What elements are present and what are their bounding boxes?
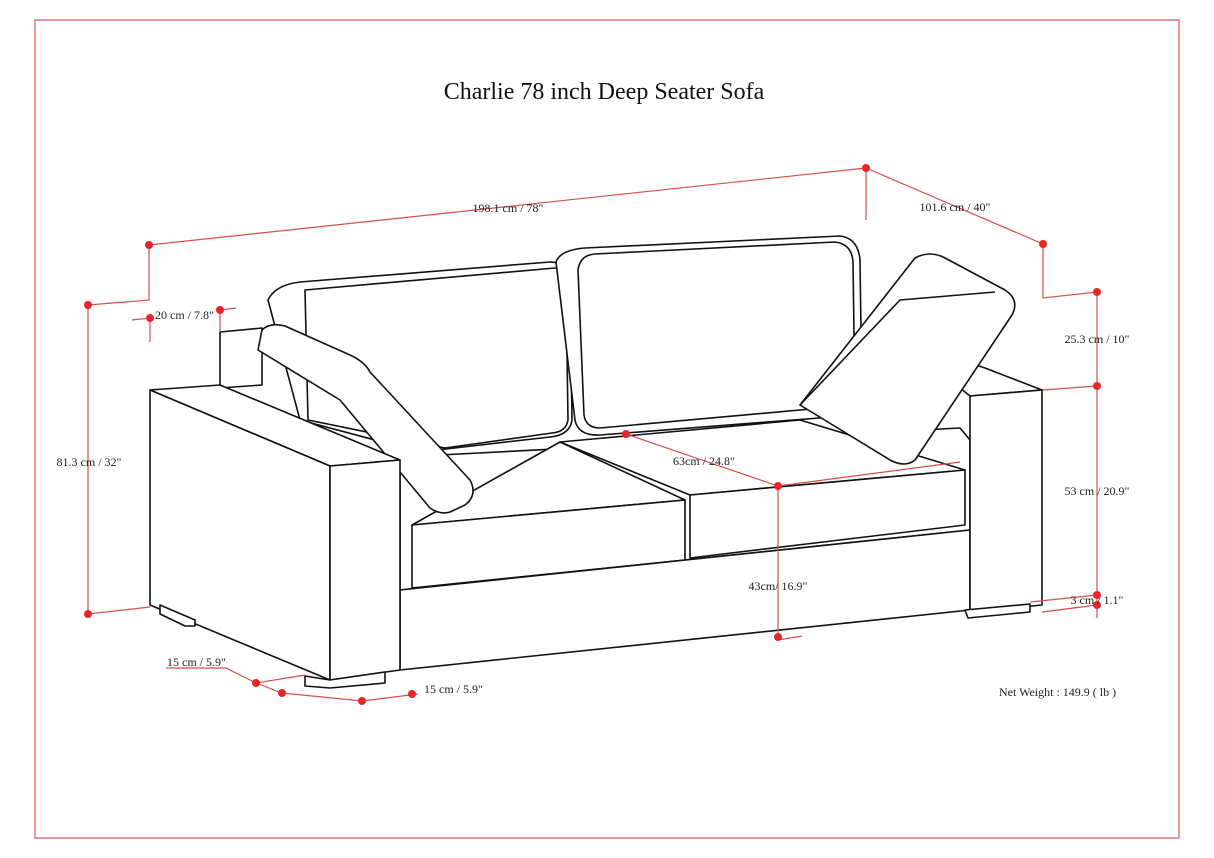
sofa-drawing	[149, 235, 1043, 689]
left-arm-back	[219, 327, 263, 389]
dimension-dots	[84, 164, 1101, 705]
arm-height-label: 53 cm / 20.9"	[1065, 484, 1130, 498]
dimension-labels: 198.1 cm / 78" 101.6 cm / 40" 81.3 cm / …	[57, 200, 1130, 699]
seat-height-label: 43cm/ 16.9"	[749, 579, 808, 593]
width-label: 198.1 cm / 78"	[473, 201, 544, 215]
seat-cushion-right	[689, 469, 966, 559]
left-back-leg	[159, 604, 196, 627]
net-weight-label: Net Weight : 149.9 ( lb )	[999, 685, 1116, 699]
left-front-leg	[304, 671, 386, 689]
leg-depth-label: 15 cm / 5.9"	[424, 682, 483, 696]
left-arm-front	[329, 459, 401, 681]
depth-label: 101.6 cm / 40"	[920, 200, 991, 214]
leg-width-label: 15 cm / 5.9"	[167, 655, 226, 669]
back-cushion-right	[577, 241, 856, 429]
frame-border	[34, 19, 1180, 839]
dimension-lines	[84, 164, 1101, 705]
arm-width-label: 20 cm / 7.8"	[155, 308, 214, 322]
diagram-title: Charlie 78 inch Deep Seater Sofa	[444, 79, 765, 105]
right-leg	[964, 603, 1031, 619]
back-height-label: 25.3 cm / 10"	[1065, 332, 1130, 346]
throw-pillow-right-edge	[799, 291, 996, 406]
right-arm-front	[969, 389, 1043, 613]
seat-depth-label: 63cm / 24.8"	[673, 454, 735, 468]
leg-height-label: 3 cm / 1.1"	[1071, 593, 1124, 607]
throw-pillow-left	[257, 323, 474, 514]
height-label: 81.3 cm / 32"	[57, 455, 122, 469]
